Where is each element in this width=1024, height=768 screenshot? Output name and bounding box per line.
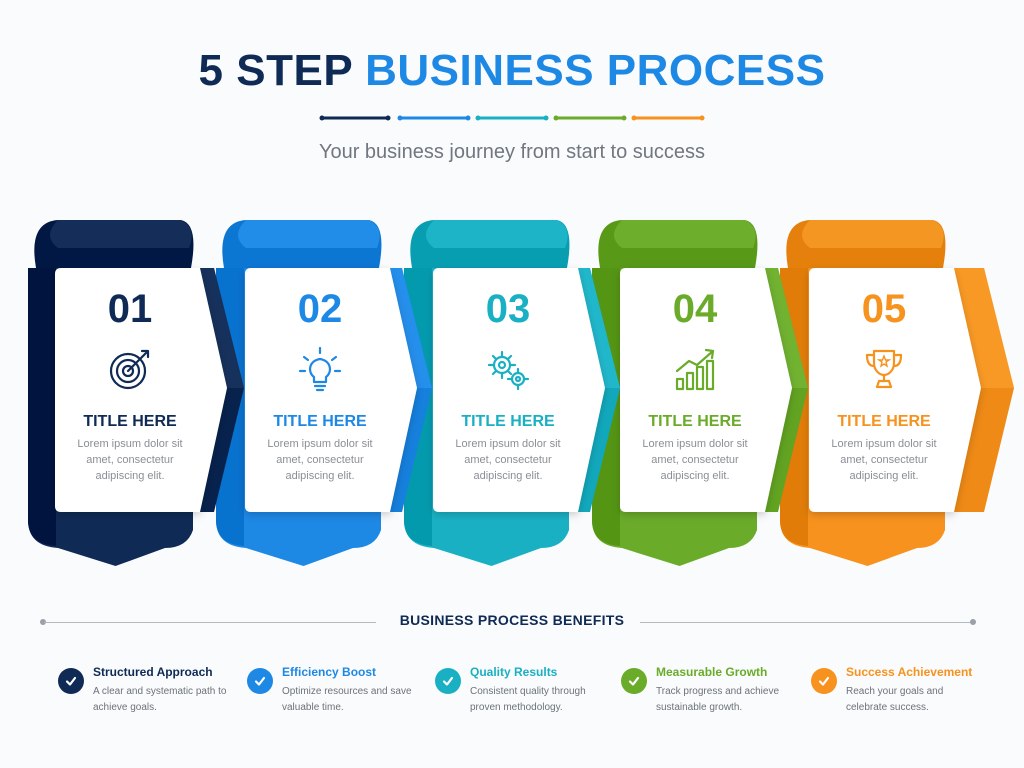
benefits-line-left-dot [40, 619, 46, 625]
divider-dot [699, 115, 705, 121]
ribbon-top-highlight [238, 220, 380, 248]
title-part-2: BUSINESS PROCESS [365, 46, 826, 95]
ribbon-top-highlight [802, 220, 944, 248]
step-description: Lorem ipsum dolor sit amet, consectetur … [642, 438, 748, 482]
benefits-line-right [632, 622, 972, 623]
step-description: Lorem ipsum dolor sit amet, consectetur … [455, 438, 561, 482]
benefit-title: Structured Approach [93, 665, 213, 679]
step-card-shape [809, 268, 981, 512]
benefits-heading: BUSINESS PROCESS BENEFITS [0, 612, 1024, 630]
step-ribbon-01 [28, 220, 244, 566]
growth-chart-icon [620, 342, 770, 396]
title-divider [319, 115, 705, 121]
step-card-shape [55, 268, 227, 512]
step-card-shape [245, 268, 417, 512]
step-number: 04 [672, 287, 718, 331]
divider-dot [319, 115, 325, 121]
step-number: 05 [861, 287, 907, 331]
benefits-line-right-dot [970, 619, 976, 625]
benefit-title: Efficiency Boost [282, 665, 377, 679]
step-number: 01 [107, 287, 153, 331]
lightbulb-icon [245, 342, 395, 396]
check-icon [621, 668, 647, 694]
ribbon-left-fold [28, 268, 56, 546]
benefits-heading-text: BUSINESS PROCESS BENEFITS [383, 612, 641, 628]
benefit-title: Quality Results [470, 665, 558, 679]
step-number: 02 [297, 287, 343, 331]
title-part-1: 5 STEP [198, 46, 353, 95]
ribbon-top-highlight [50, 220, 192, 248]
divider-dot [621, 115, 627, 121]
divider-dot [631, 115, 637, 121]
benefit-title: Measurable Growth [656, 665, 768, 679]
benefit-description: A clear and systematic path to achieve g… [93, 686, 227, 713]
benefit-description: Optimize resources and save valuable tim… [282, 686, 412, 713]
divider-dot [543, 115, 549, 121]
step-ribbon-04 [592, 220, 808, 566]
step-number: 03 [485, 287, 531, 331]
check-icon [811, 668, 837, 694]
benefit-description: Consistent quality through proven method… [470, 686, 586, 713]
step-title: TITLE HERE [273, 413, 367, 430]
divider-dot [385, 115, 391, 121]
step-title: TITLE HERE [461, 413, 555, 430]
step-title: TITLE HERE [83, 413, 177, 430]
step-ribbon-02 [216, 220, 432, 566]
step-title: TITLE HERE [648, 413, 742, 430]
step-description: Lorem ipsum dolor sit amet, consectetur … [831, 438, 937, 482]
gears-icon [433, 342, 583, 396]
step-ribbon-03 [404, 220, 620, 566]
step-ribbon-05 [780, 220, 1014, 566]
benefit-item: Structured Approach A clear and systemati… [58, 664, 238, 724]
divider-dot [475, 115, 481, 121]
check-icon [58, 668, 84, 694]
divider-dot [397, 115, 403, 121]
trophy-icon [809, 342, 959, 396]
ribbon-top-highlight [614, 220, 756, 248]
step-card-shape [620, 268, 792, 512]
target-icon [55, 342, 205, 396]
ribbon-top-highlight [426, 220, 568, 248]
step-title: TITLE HERE [837, 413, 931, 430]
process-ribbons [28, 220, 1014, 566]
divider-dot [465, 115, 471, 121]
check-icon [247, 668, 273, 694]
benefit-description: Track progress and achieve sustainable g… [656, 686, 780, 713]
page-title: 5 STEP BUSINESS PROCESS [0, 46, 1024, 96]
benefit-title: Success Achievement [846, 665, 973, 679]
step-card-shape [433, 268, 605, 512]
check-icon [435, 668, 461, 694]
step-description: Lorem ipsum dolor sit amet, consectetur … [77, 438, 183, 482]
step-description: Lorem ipsum dolor sit amet, consectetur … [267, 438, 373, 482]
benefits-line-left [44, 622, 376, 623]
divider-dot [553, 115, 559, 121]
benefit-description: Reach your goals and celebrate success. [846, 686, 944, 713]
page-subtitle: Your business journey from start to succ… [318, 141, 706, 163]
